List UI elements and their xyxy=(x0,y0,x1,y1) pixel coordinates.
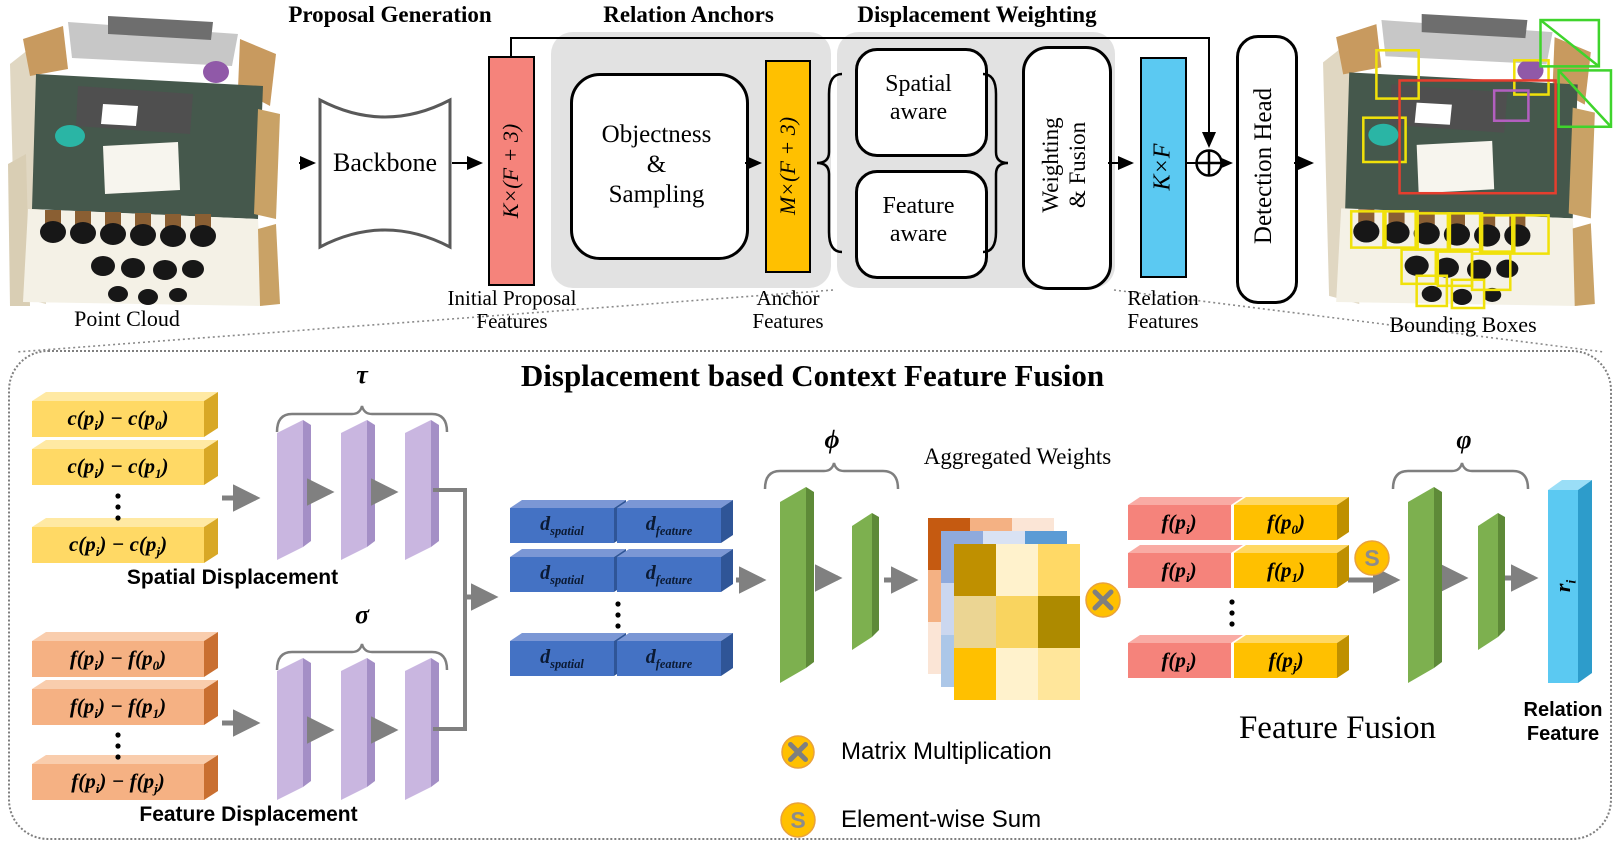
pair-right-row-2: f(p1) xyxy=(1266,558,1305,586)
relation-vector-label: ri xyxy=(1550,579,1579,593)
tau-label: τ xyxy=(356,360,368,389)
purple-detection-box xyxy=(1492,89,1530,122)
detection-head-label: Detection Head xyxy=(1250,87,1277,245)
d-feature-label-2: dfeature xyxy=(645,562,693,587)
pair-left-row-1: f(pi) xyxy=(1161,510,1197,538)
spatial-diff-row-3: c(pi) − c(pj) xyxy=(68,532,168,560)
header-displacement-weighting: Displacement Weighting xyxy=(857,2,1097,27)
feature-diff-row-1: f(pi) − f(p0) xyxy=(69,646,167,674)
feature-aware-label: Feature aware xyxy=(882,193,955,247)
header-proposal-generation: Proposal Generation xyxy=(288,2,492,27)
sum-symbol: S xyxy=(1364,545,1380,571)
feature-diff-row-2: f(pi) − f(p1) xyxy=(69,694,167,722)
varphi-label: φ xyxy=(1456,425,1472,454)
pair-right-row-3: f(pj) xyxy=(1268,648,1304,676)
legend-sum-symbol: S xyxy=(790,807,806,833)
fusion-title: Displacement based Context Feature Fusio… xyxy=(520,358,1105,393)
d-feature-label-1: dfeature xyxy=(645,513,693,538)
sigma-label: σ xyxy=(354,600,369,629)
d-spatial-label-1: dspatial xyxy=(540,513,584,538)
anchor-features-label: Anchor Features xyxy=(752,286,824,333)
feature-diff-row-3: f(pi) − f(pj) xyxy=(71,769,165,797)
legend-elementwise-sum-label: Element-wise Sum xyxy=(841,806,1042,833)
green-detection-boxes xyxy=(1539,18,1613,129)
point-cloud-label: Point Cloud xyxy=(74,306,180,331)
spatial-diff-row-2: c(pi) − c(p1) xyxy=(67,454,169,482)
pair-left-row-3: f(pi) xyxy=(1161,648,1197,676)
fusion-detail-box xyxy=(8,350,1612,840)
initial-proposal-features-label: Initial Proposal Features xyxy=(447,286,577,333)
pair-right-row-1: f(p0) xyxy=(1266,510,1305,538)
red-detection-box xyxy=(1398,79,1557,195)
spatial-displacement-label: Spatial Displacement xyxy=(126,566,339,589)
objectness-sampling-label: Objectness & Sampling xyxy=(601,121,712,208)
relation-feature-label: Relation Feature xyxy=(1523,699,1603,745)
relation-features-label: Relation Features xyxy=(1127,286,1199,333)
spatial-diff-row-1: c(pi) − c(p0) xyxy=(67,406,169,434)
spatial-aware-label: Spatial aware xyxy=(885,71,952,125)
feature-displacement-label: Feature Displacement xyxy=(139,803,358,826)
bounding-boxes-label: Bounding Boxes xyxy=(1389,312,1537,337)
weighting-fusion-label: Weighting & Fusion xyxy=(1038,117,1090,213)
point-cloud-image xyxy=(8,14,298,315)
d-spatial-label-3: dspatial xyxy=(540,646,584,671)
feature-fusion-label: Feature Fusion xyxy=(1238,710,1437,746)
pair-left-row-2: f(pi) xyxy=(1161,558,1197,586)
d-spatial-label-2: dspatial xyxy=(540,562,584,587)
plus-circle-icon xyxy=(1195,149,1223,177)
header-relation-anchors: Relation Anchors xyxy=(603,2,774,27)
phi-label: ϕ xyxy=(824,425,840,454)
d-feature-label-3: dfeature xyxy=(645,646,693,671)
feature-aware-box xyxy=(855,170,988,279)
anchor-tensor-label: M×(F + 3) xyxy=(775,116,800,216)
backbone-label: Backbone xyxy=(333,148,437,177)
initial-tensor-label: K×(F + 3) xyxy=(498,123,523,219)
bounding-boxes-image xyxy=(1318,12,1616,315)
detection-head-box xyxy=(1236,35,1298,304)
legend-matrix-mult-label: Matrix Multiplication xyxy=(841,738,1052,765)
relation-tensor-label: K×F xyxy=(1149,143,1176,191)
aggregated-weights-label: Aggregated Weights xyxy=(923,444,1112,469)
